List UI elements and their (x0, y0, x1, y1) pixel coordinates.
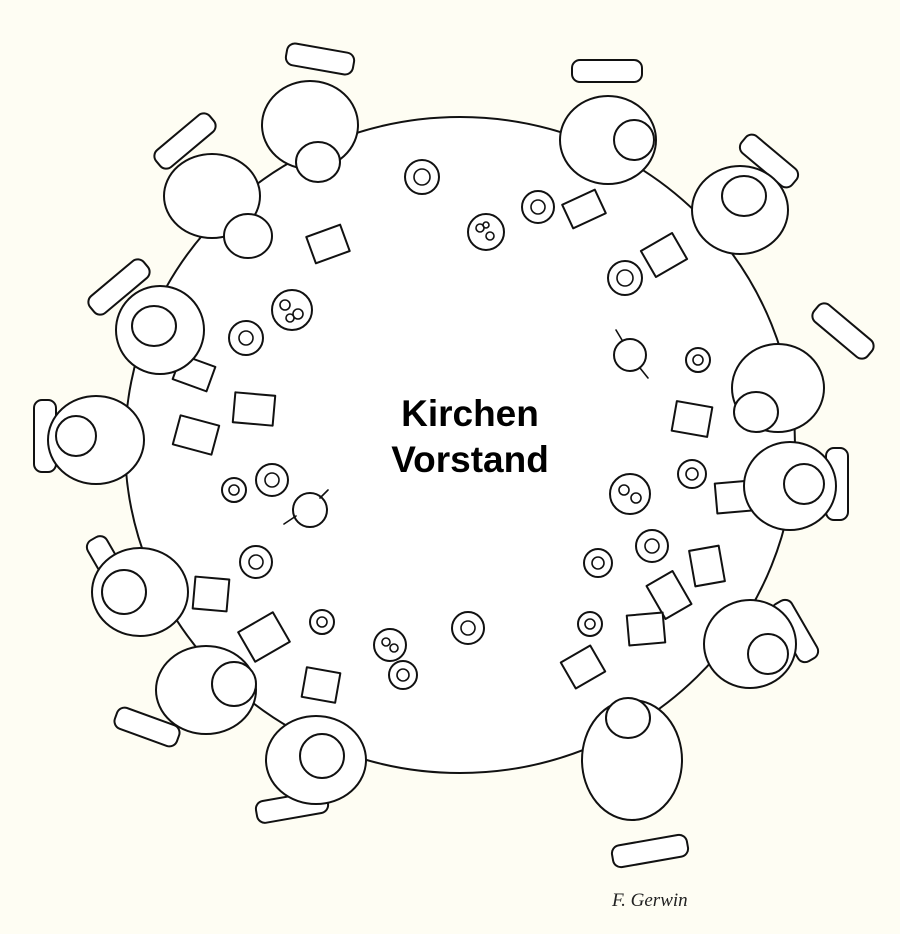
title-line-2: Vorstand (391, 439, 549, 480)
cookie-plate-icon (467, 213, 505, 251)
person (85, 535, 189, 637)
person (731, 302, 875, 433)
person (254, 715, 367, 824)
person (153, 112, 273, 259)
person (703, 598, 820, 689)
council-members (33, 42, 875, 869)
papers (171, 188, 755, 704)
cup-icon (228, 320, 264, 356)
cup-icon (635, 529, 669, 563)
tableware (221, 159, 711, 690)
cup-icon (577, 611, 603, 637)
person (33, 395, 145, 485)
cup-icon (583, 548, 613, 578)
person (261, 42, 359, 183)
person (581, 697, 690, 869)
cup-icon (309, 609, 335, 635)
person (559, 59, 657, 185)
person (743, 441, 849, 531)
cup-icon (607, 260, 643, 296)
cup-icon (255, 463, 289, 497)
cup-icon (521, 190, 555, 224)
cup-icon (677, 459, 707, 489)
person (113, 645, 257, 748)
person (87, 258, 205, 375)
cup-icon (388, 660, 418, 690)
cup-icon (451, 611, 485, 645)
title-line-1: Kirchen (401, 393, 539, 434)
cup-icon (685, 347, 711, 373)
cup-icon (239, 545, 273, 579)
cup-icon (221, 477, 247, 503)
artist-signature: F. Gerwin (612, 890, 688, 911)
teapot-icon (283, 489, 329, 528)
person (691, 133, 800, 255)
cookie-plate-icon (373, 628, 407, 662)
cookie-plate-icon (271, 289, 313, 331)
teapot-icon (613, 329, 649, 379)
cup-icon (404, 159, 440, 195)
cookie-plate-icon (609, 473, 651, 515)
